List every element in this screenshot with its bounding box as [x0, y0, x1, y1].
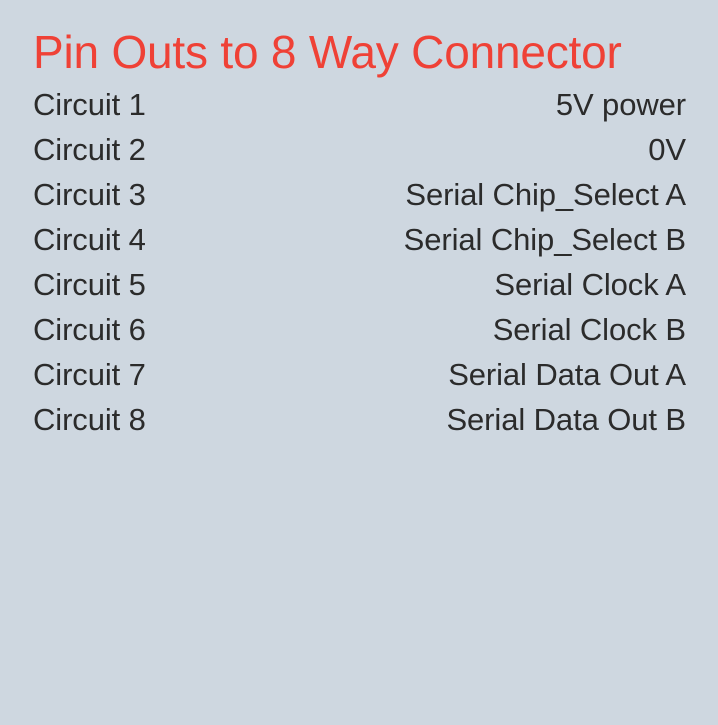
signal-label: 5V power: [555, 87, 686, 122]
list-item: Circuit 5 Serial Clock A: [33, 262, 686, 307]
signal-label: Serial Data Out B: [446, 402, 686, 437]
list-item: Circuit 6 Serial Clock B: [33, 307, 686, 352]
list-item: Circuit 4 Serial Chip_Select B: [33, 217, 686, 262]
circuit-label: Circuit 1: [33, 87, 146, 122]
list-item: Circuit 3 Serial Chip_Select A: [33, 172, 686, 217]
list-item: Circuit 1 5V power: [33, 82, 686, 127]
circuit-label: Circuit 4: [33, 222, 146, 257]
circuit-label: Circuit 7: [33, 357, 146, 392]
page-title: Pin Outs to 8 Way Connector: [33, 26, 622, 78]
signal-label: Serial Chip_Select A: [405, 177, 686, 212]
circuit-label: Circuit 6: [33, 312, 146, 347]
signal-label: Serial Data Out A: [448, 357, 686, 392]
pin-out-list: Circuit 1 5V power Circuit 2 0V Circuit …: [33, 82, 686, 442]
signal-label: 0V: [648, 132, 686, 167]
list-item: Circuit 7 Serial Data Out A: [33, 352, 686, 397]
signal-label: Serial Clock B: [492, 312, 686, 347]
circuit-label: Circuit 8: [33, 402, 146, 437]
signal-label: Serial Clock A: [494, 267, 686, 302]
list-item: Circuit 2 0V: [33, 127, 686, 172]
circuit-label: Circuit 5: [33, 267, 146, 302]
list-item: Circuit 8 Serial Data Out B: [33, 397, 686, 442]
signal-label: Serial Chip_Select B: [403, 222, 686, 257]
circuit-label: Circuit 2: [33, 132, 146, 167]
circuit-label: Circuit 3: [33, 177, 146, 212]
